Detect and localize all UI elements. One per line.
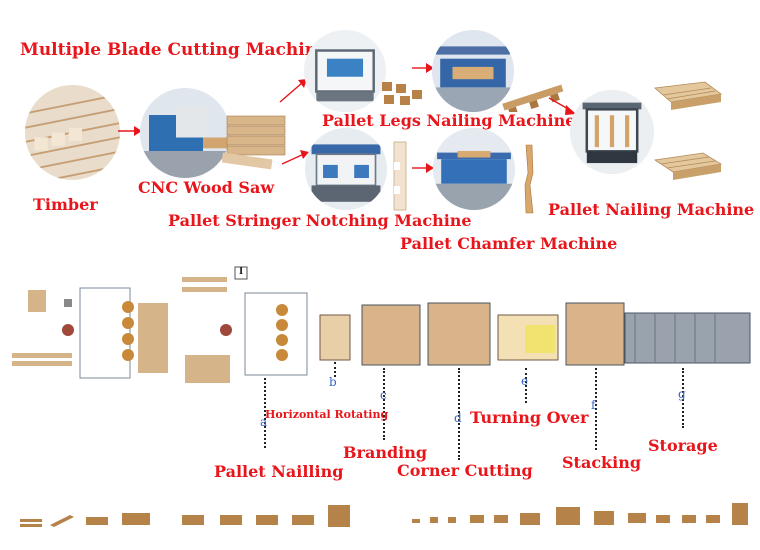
- finished-pallet-bottom-image: [653, 152, 723, 180]
- stringer-board-image: [393, 141, 407, 211]
- step-label-b: Horizontal Rotating: [265, 408, 389, 421]
- pallet-legs-blocks-image: [382, 82, 422, 105]
- arrow-icon: [548, 97, 576, 115]
- step-letter-b: b: [329, 375, 337, 389]
- pallet-nailing-photo: [570, 90, 654, 174]
- leader-b: [334, 362, 336, 377]
- leader-d: [458, 368, 460, 460]
- timber-photo: [25, 85, 120, 180]
- legs-machine-photo: [432, 30, 514, 112]
- step-letter-e: e: [521, 374, 529, 388]
- arrow-icon: [412, 63, 434, 73]
- arrow-down-icon: [281, 150, 309, 165]
- leader-e: [525, 368, 527, 403]
- arrow-icon: [412, 163, 434, 173]
- timber-label: Timber: [33, 195, 98, 214]
- arrow-up-icon: [279, 79, 307, 103]
- production-line-layout: [12, 266, 751, 383]
- cnc-saw-photo: [140, 88, 230, 178]
- step-letter-f: f: [591, 398, 596, 412]
- leader-f: [595, 368, 597, 450]
- step-letter-d: d: [454, 411, 462, 425]
- step-label-c: Branding: [343, 443, 428, 462]
- step-letter-c: c: [380, 388, 387, 402]
- leader-c: [383, 368, 385, 440]
- step-letter-a: a: [260, 415, 268, 429]
- step-label-e: Turning Over: [470, 408, 589, 427]
- step-label-d: Corner Cutting: [397, 461, 533, 480]
- finished-pallet-top-image: [654, 81, 722, 110]
- cnc-saw-label: CNC Wood Saw: [138, 178, 275, 197]
- leader-a: [264, 378, 266, 448]
- line-tag: I: [239, 267, 244, 277]
- chamfer-photo: [433, 128, 515, 210]
- arrow-icon: [118, 126, 142, 136]
- step-label-g: Storage: [648, 436, 718, 455]
- notching-label: Pallet Stringer Notching Machine: [168, 211, 472, 230]
- pallet-assembly-sequence: [20, 503, 748, 527]
- chamfer-label: Pallet Chamfer Machine: [400, 234, 618, 253]
- legs-nailing-photo: [304, 30, 386, 112]
- leader-g: [682, 368, 684, 428]
- pallet-nailing-label: Pallet Nailing Machine: [548, 200, 755, 219]
- chamfered-stringer-image: [524, 144, 534, 214]
- legs-nailing-label: Pallet Legs Nailing Machine: [322, 111, 576, 130]
- step-label-f: Stacking: [562, 453, 642, 472]
- step-label-a: Pallet Nailling: [214, 462, 344, 481]
- notching-photo: [305, 128, 387, 210]
- timber-stack-image: [222, 115, 286, 170]
- multiple-blade-label: Multiple Blade Cutting Machine: [20, 40, 328, 60]
- step-letter-g: g: [678, 387, 686, 401]
